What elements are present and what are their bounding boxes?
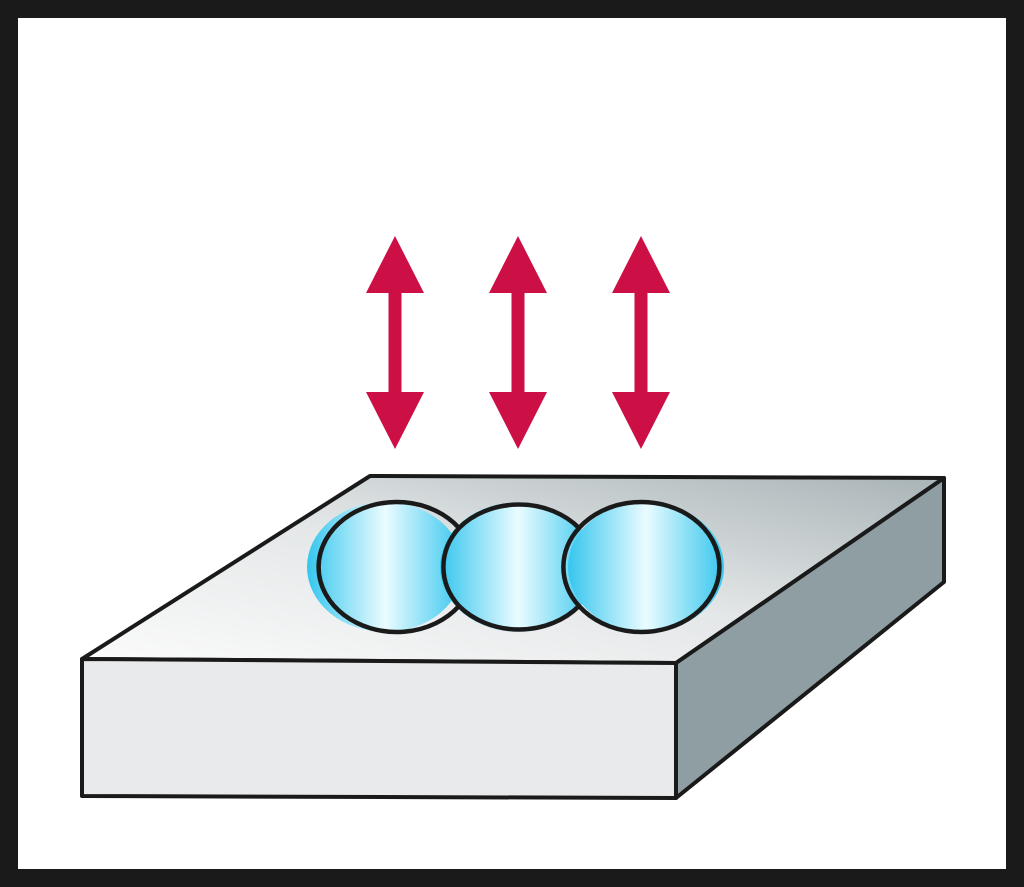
- block-side-face: [674, 476, 946, 800]
- pockets-group: [307, 499, 724, 635]
- pocket-divider-right: [561, 526, 581, 608]
- plunge-arrow-left: [366, 236, 424, 449]
- block-front-face: [80, 657, 678, 800]
- pocket-divider-left: [441, 526, 461, 608]
- plunge-arrow-right: [612, 236, 670, 449]
- pocket-left: [307, 502, 463, 632]
- plunge-arrow-center: [489, 236, 547, 449]
- arrows-group: [366, 236, 670, 449]
